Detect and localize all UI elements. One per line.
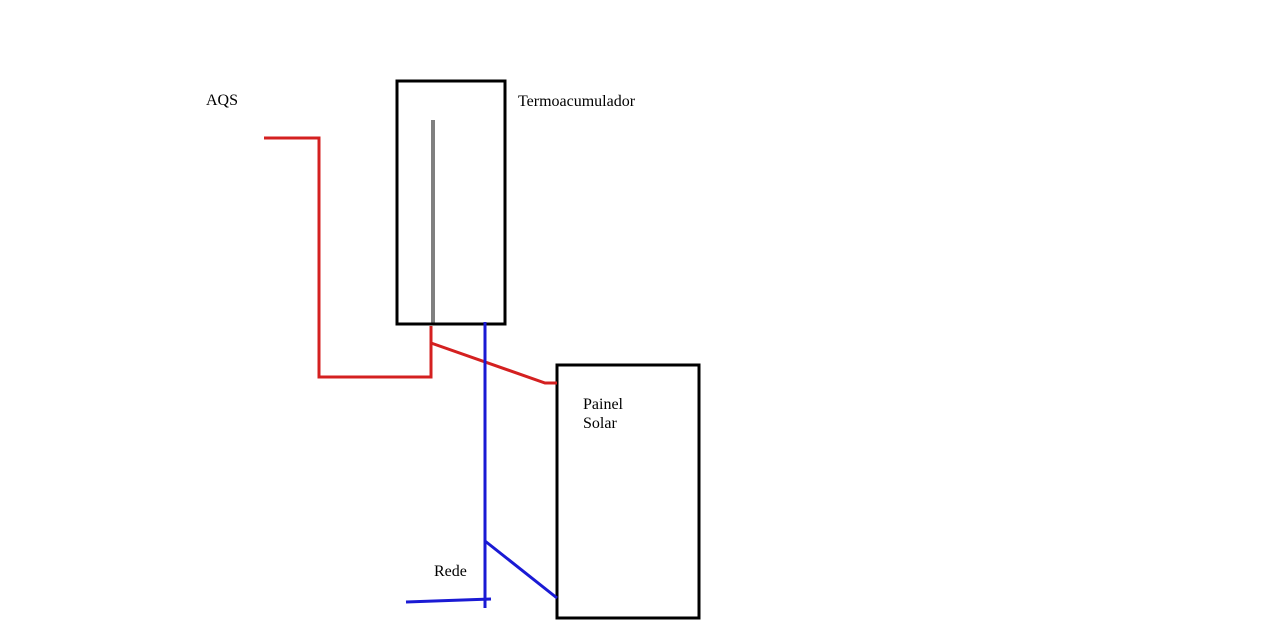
label-solar: Solar	[583, 415, 617, 432]
cold-feed-to-panel-pipe	[484, 539, 558, 600]
painel-solar-box	[555, 363, 701, 620]
label-painel: Painel	[583, 396, 624, 413]
rede-inlet-pipe	[405, 597, 492, 604]
aqs-hot-pipe	[264, 136, 433, 379]
label-rede: Rede	[434, 563, 467, 580]
solar-hot-return-pipe	[430, 341, 557, 385]
termoacumulador-tank	[395, 79, 507, 326]
label-termoacumulador: Termoacumulador	[518, 93, 636, 110]
label-aqs: AQS	[206, 92, 238, 109]
